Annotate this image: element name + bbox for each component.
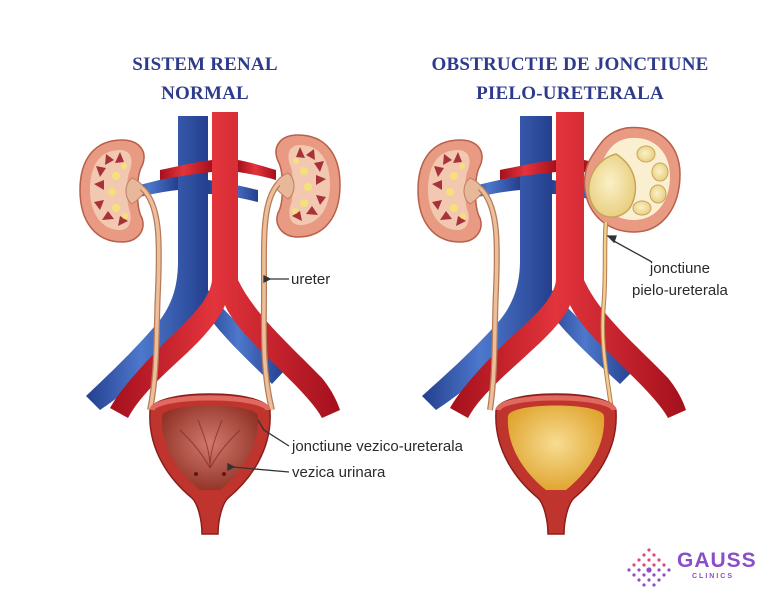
- pointer-pielo: [611, 239, 653, 263]
- gauss-clinics-logo: GAUSS CLINICS: [626, 546, 766, 590]
- label-vesicoureteral-junction: jonctiune vezico-ureterala: [292, 438, 463, 455]
- title-line: OBSTRUCTIE DE JONCTIUNE: [431, 54, 709, 75]
- obstructed-system: [417, 112, 686, 534]
- label-ureteropelvic-junction: jonctiune pielo-ureterala: [632, 258, 728, 302]
- left-kidney: [79, 139, 147, 243]
- pointers: [227, 235, 653, 473]
- title-normal-renal-system: SISTEM RENAL NORMAL: [95, 50, 315, 108]
- bladder-normal: [150, 394, 270, 534]
- logo-name: GAUSS: [677, 549, 757, 572]
- left-kidney-right: [417, 139, 485, 243]
- normal-system: [79, 112, 341, 534]
- label-line: pielo-ureterala: [632, 282, 728, 299]
- pointer-vezico: [257, 419, 290, 447]
- title-line: SISTEM RENAL: [132, 54, 278, 75]
- bladder-obstructed: [496, 394, 616, 534]
- logo-diamond-icon: [627, 548, 671, 587]
- label-urinary-bladder: vezica urinara: [292, 464, 386, 481]
- hydronephrotic-kidney: [583, 126, 681, 233]
- label-line: jonctiune: [649, 260, 710, 277]
- title-line: NORMAL: [161, 83, 249, 104]
- title-line: PIELO-URETERALA: [476, 83, 664, 104]
- title-ujp-obstruction: OBSTRUCTIE DE JONCTIUNE PIELO-URETERALA: [405, 50, 735, 108]
- pointer-vezica: [231, 466, 290, 473]
- logo-subtitle: CLINICS: [692, 573, 734, 580]
- aorta: [110, 112, 340, 418]
- label-ureter: ureter: [291, 271, 331, 288]
- right-kidney: [273, 134, 341, 238]
